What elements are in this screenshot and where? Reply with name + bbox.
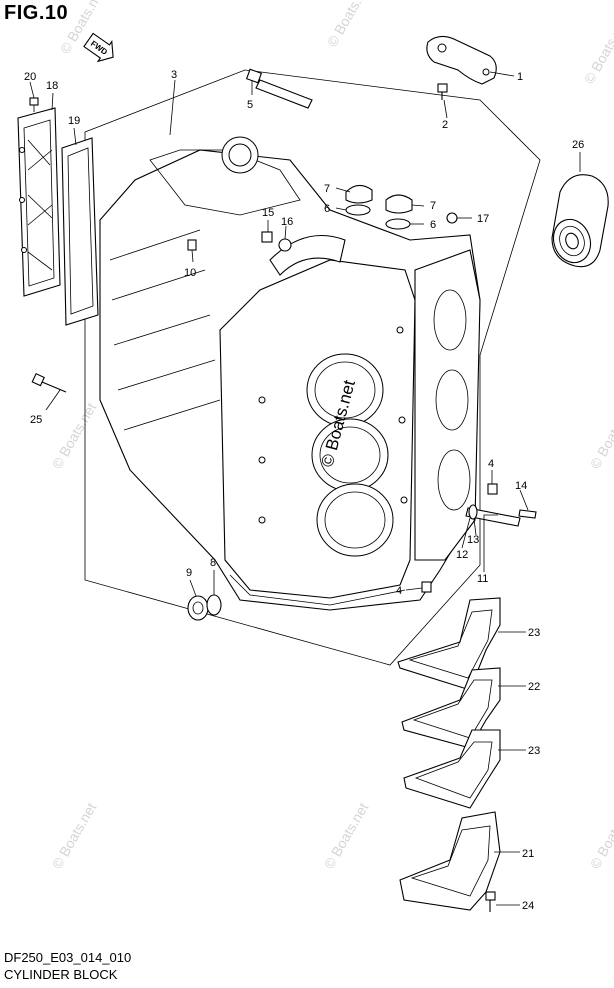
sensor-assembly-11 <box>465 504 521 527</box>
bolt-25 <box>31 372 67 393</box>
callout-8: 8 <box>210 557 216 569</box>
callout-14: 14 <box>515 480 527 492</box>
callout-22: 22 <box>528 681 540 693</box>
bolt-5 <box>245 68 313 109</box>
callout-13: 13 <box>467 534 479 546</box>
cover-gasket <box>61 137 99 326</box>
callout-23: 23 <box>528 627 540 639</box>
callout-20: 20 <box>24 71 36 83</box>
callout-26: 26 <box>572 139 584 151</box>
callout-7: 7 <box>324 183 330 195</box>
callout-5: 5 <box>247 99 253 111</box>
bracket-1 <box>426 35 497 85</box>
callout-23: 23 <box>528 745 540 757</box>
plug-9 <box>187 595 209 621</box>
callout-19: 19 <box>68 115 80 127</box>
o-ring-6-right <box>385 218 411 230</box>
plug-17 <box>446 212 458 224</box>
callout-2: 2 <box>442 119 448 131</box>
callout-24: 24 <box>522 900 534 912</box>
gasket-23-upper <box>397 597 501 691</box>
callout-3: 3 <box>171 69 177 81</box>
plate-21 <box>399 811 501 911</box>
callout-4: 4 <box>488 458 494 470</box>
watermark-text: © Boats.net <box>49 800 100 872</box>
watermark-text: © Boats.net <box>581 15 614 87</box>
callout-17: 17 <box>477 213 489 225</box>
watermark-text: © Boats.net <box>321 800 372 872</box>
washer-16 <box>278 238 292 252</box>
callout-1: 1 <box>517 71 523 83</box>
callout-4: 4 <box>396 585 402 597</box>
cylinder-block <box>99 136 481 611</box>
fwd-arrow-icon: FWD <box>83 32 114 63</box>
figure-title: FIG.10 <box>4 2 69 24</box>
callout-21: 21 <box>522 848 534 860</box>
callout-6: 6 <box>324 203 330 215</box>
figure-code: DF250_E03_014_010 <box>4 950 132 965</box>
callout-labels: 1 2 3 4 4 5 6 6 7 7 8 9 10 11 12 13 14 1… <box>24 69 584 912</box>
callout-15: 15 <box>262 207 274 219</box>
callout-12: 12 <box>456 549 468 561</box>
plug-4-lower <box>421 581 432 593</box>
bolt-15 <box>261 231 273 243</box>
callout-18: 18 <box>46 80 58 92</box>
bolt-14 <box>518 509 537 519</box>
plug-4-upper <box>487 483 498 495</box>
bolt-24 <box>485 891 496 912</box>
dowel-10 <box>187 239 197 251</box>
callout-6: 6 <box>430 219 436 231</box>
callout-25: 25 <box>30 414 42 426</box>
gasket-22 <box>401 667 501 749</box>
callout-9: 9 <box>186 567 192 579</box>
gasket-23-lower <box>403 729 501 809</box>
plug-7-right <box>385 194 413 214</box>
assembly-frame <box>84 69 541 666</box>
figure-name: CYLINDER BLOCK <box>4 967 118 982</box>
watermark-text: © Boats.net <box>587 400 614 472</box>
leader-lines <box>29 71 581 906</box>
bolt-20 <box>29 97 39 112</box>
callout-11: 11 <box>477 573 488 585</box>
watermark-text: © Boats.net <box>324 0 375 50</box>
watermark-text: © Boats.net <box>49 400 100 472</box>
intake-cover-plate <box>17 107 61 297</box>
oil-filter <box>551 174 609 268</box>
o-ring-6-left <box>345 204 371 216</box>
watermark-text: © Boats.net <box>587 800 614 872</box>
callout-7: 7 <box>430 200 436 212</box>
callout-10: 10 <box>184 267 196 279</box>
o-ring-8 <box>206 594 222 616</box>
callout-16: 16 <box>281 216 293 228</box>
plug-7-left <box>345 184 373 204</box>
bolt-2 <box>437 83 448 100</box>
